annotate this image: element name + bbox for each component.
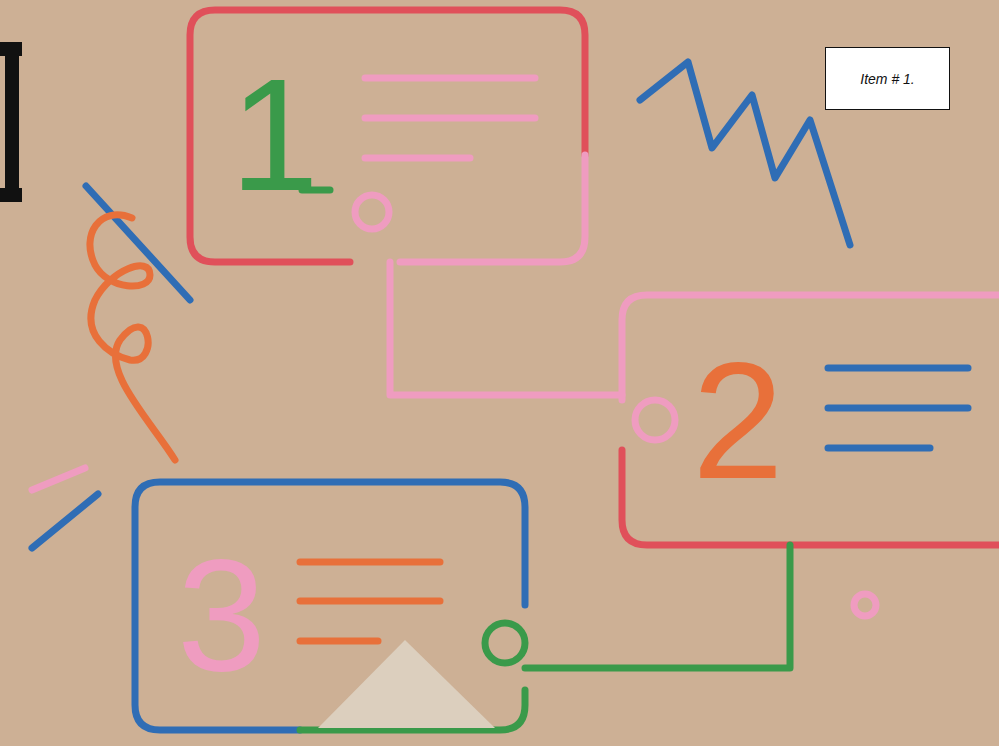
card-connector bbox=[390, 262, 622, 395]
step-number: 1 bbox=[230, 55, 319, 215]
item-tag-box: Item # 1. bbox=[825, 47, 950, 110]
numbered-card: 2 bbox=[622, 295, 999, 545]
numbered-card: 1 bbox=[190, 10, 585, 262]
step-number: 3 bbox=[177, 535, 266, 695]
card-connector bbox=[525, 545, 790, 668]
item-label: Item # 1. bbox=[860, 71, 914, 87]
step-number: 2 bbox=[692, 339, 784, 504]
numbered-card: 3 bbox=[135, 482, 525, 730]
